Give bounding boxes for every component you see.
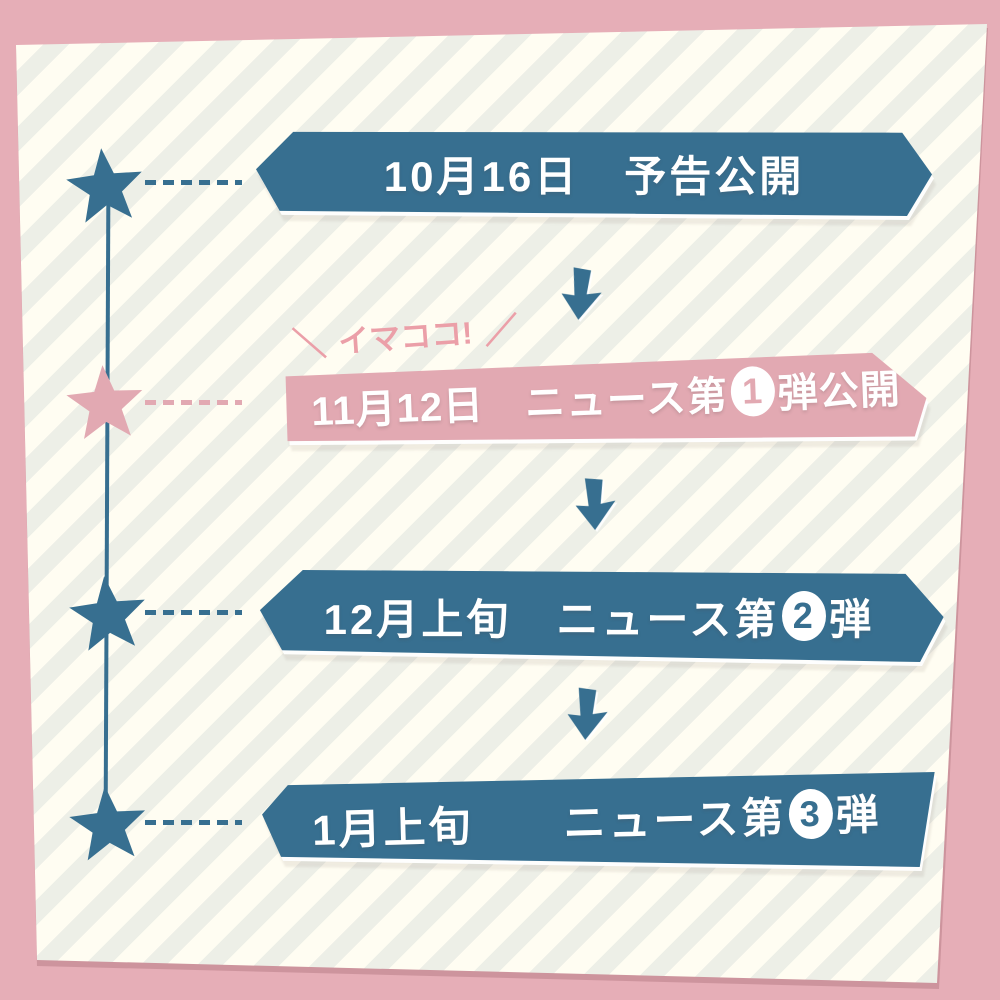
arrow-down-icon (561, 267, 602, 320)
banner-text-post: 弾公開 (777, 367, 902, 417)
timeline-banner-step-2-current: 11月12日 ニュース第 1 弾公開 (283, 350, 929, 444)
timeline-banner-step-3: 12月上旬 ニュース第 2 弾 (253, 567, 945, 665)
banner-text-pre: 12月上旬 ニュース第 (323, 595, 780, 643)
dashed-connector (145, 820, 242, 825)
star-icon (66, 365, 143, 439)
banner-text-pre: 11月12日 ニュース第 (310, 374, 729, 435)
banner-text: 10月16日 予告公開 (383, 153, 805, 200)
timeline-banner-step-1: 10月16日 予告公開 (256, 131, 932, 216)
star-icon (66, 148, 142, 223)
star-icon (69, 786, 146, 861)
circled-number: 2 (782, 591, 827, 641)
arrow-down-icon (567, 687, 608, 740)
circled-number: 1 (729, 365, 776, 418)
banner-text-pre: 1月上旬 ニュース第 (311, 793, 788, 854)
dashed-connector (145, 180, 242, 185)
timeline-banner-step-4: 1月上旬 ニュース第 3 弾 (258, 769, 936, 870)
arrow-down-icon (575, 478, 616, 531)
banner-text-post: 弾 (829, 595, 875, 643)
star-icon (69, 576, 145, 651)
dashed-connector (145, 610, 242, 615)
circled-number: 3 (788, 787, 835, 840)
dashed-connector (145, 400, 242, 405)
banner-text-post: 弾 (835, 791, 883, 840)
now-label-right-slash: ／ (483, 311, 520, 352)
